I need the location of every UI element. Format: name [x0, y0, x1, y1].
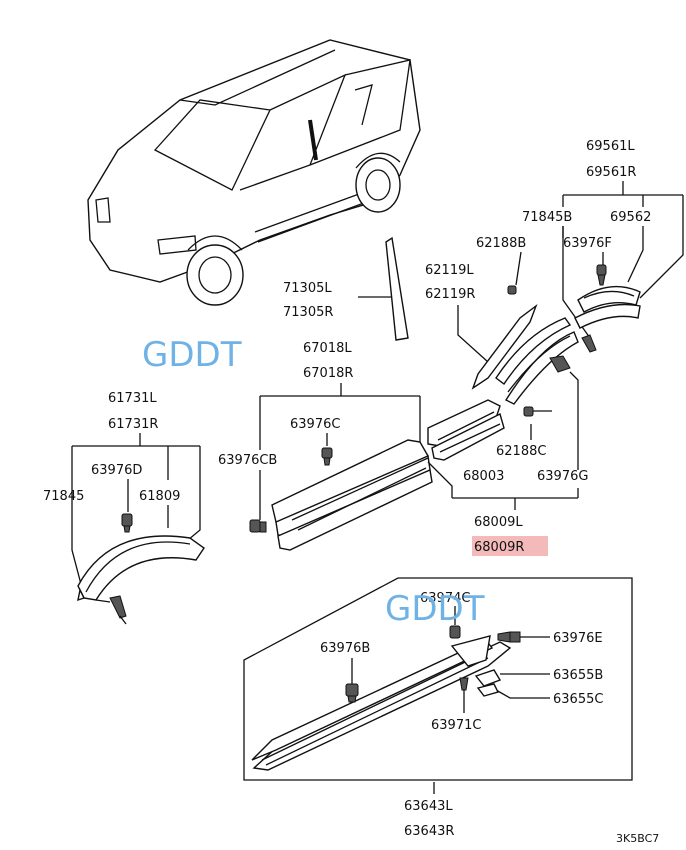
highlight-68009R	[472, 536, 548, 556]
label-71305L: 71305L	[283, 281, 332, 296]
label-63643L: 63643L	[404, 799, 453, 814]
label-61809: 61809	[139, 489, 180, 504]
label-63976F: 63976F	[563, 236, 612, 251]
label-68009R: 68009R	[474, 540, 524, 555]
label-69561L: 69561L	[586, 139, 635, 154]
label-62188B: 62188B	[476, 236, 526, 251]
front-arch-group: 61731L 61731R 63976D 71845 61809	[43, 391, 205, 625]
label-62188C: 62188C	[496, 444, 546, 459]
rear-door-moulding-group: 67018L 67018R 63976C 63976CB	[218, 341, 433, 551]
label-69562: 69562	[610, 210, 651, 225]
label-71305R: 71305R	[283, 305, 333, 320]
label-63976G: 63976G	[537, 469, 588, 484]
label-63976B: 63976B	[320, 641, 370, 656]
front-door-moulding-group: 62119L 62119R	[425, 263, 579, 470]
label-69561R: 69561R	[586, 165, 636, 180]
label-63974C: 63974C	[420, 591, 470, 606]
label-61731L: 61731L	[108, 391, 157, 406]
diagram-code: 3K5BC7	[616, 832, 659, 845]
watermark-top: GDDT	[142, 335, 242, 375]
label-62119R: 62119R	[425, 287, 475, 302]
label-68003: 68003	[463, 469, 504, 484]
label-67018R: 67018R	[303, 366, 353, 381]
vehicle-illustration	[87, 39, 421, 306]
label-63643R: 63643R	[404, 824, 454, 839]
rear-arch-group: 69561L 69561R 71845B 69562 62188B 63976F	[476, 139, 684, 353]
label-63976E: 63976E	[553, 631, 603, 646]
label-63976D: 63976D	[91, 463, 142, 478]
label-61731R: 61731R	[108, 417, 158, 432]
front-fender-moulding-group: 62188C 68003 63976G 68009L 68009R	[427, 399, 588, 556]
label-71845: 71845	[43, 489, 84, 504]
label-63655B: 63655B	[553, 668, 603, 683]
pillar-trim-group: 71305L 71305R	[283, 236, 409, 341]
label-71845B: 71845B	[522, 210, 572, 225]
label-63976C: 63976C	[290, 417, 340, 432]
label-63655C: 63655C	[553, 692, 603, 707]
label-62119L: 62119L	[425, 263, 474, 278]
label-63976CB: 63976CB	[218, 453, 277, 468]
watermark-bottom: GDDT	[385, 589, 485, 629]
side-sill-group: 63974C 63976E 63976B 63655B 63655C 63971…	[243, 577, 633, 839]
label-68009L: 68009L	[474, 515, 523, 530]
label-63971C: 63971C	[431, 718, 481, 733]
label-67018L: 67018L	[303, 341, 352, 356]
